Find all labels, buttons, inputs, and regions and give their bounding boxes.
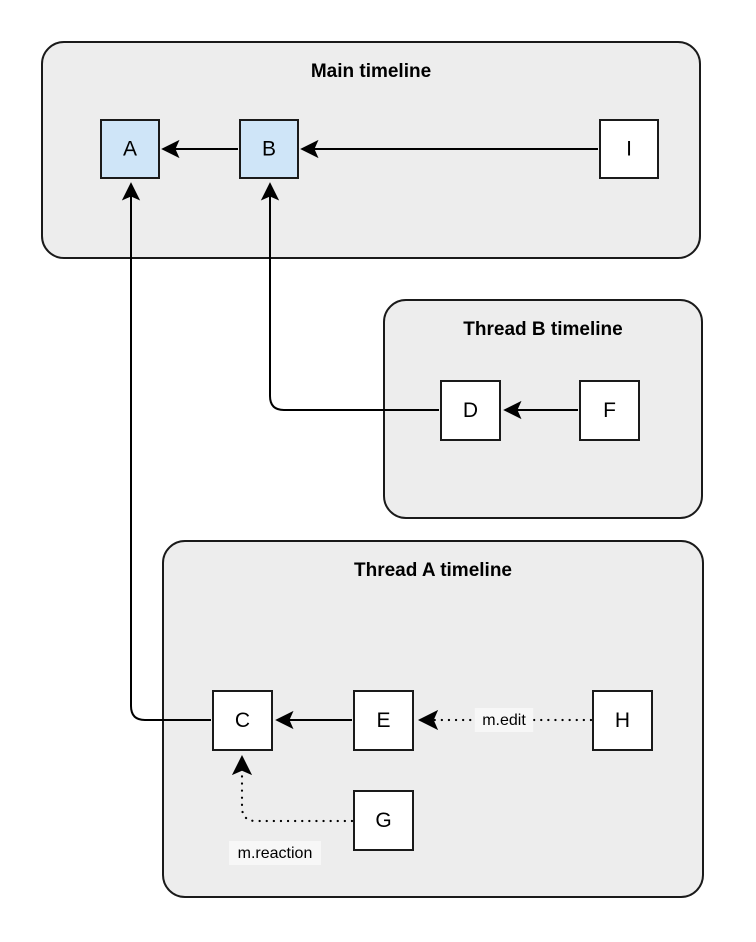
node-G[interactable]: G — [353, 790, 414, 851]
group-title: Thread B timeline — [463, 319, 622, 340]
node-box — [579, 380, 640, 441]
edge-label-backdrop — [474, 708, 534, 732]
node-box — [239, 119, 299, 179]
node-box — [440, 380, 501, 441]
node-box — [353, 790, 414, 851]
node-label: D — [463, 399, 478, 422]
node-C[interactable]: C — [212, 690, 273, 751]
node-box — [353, 690, 414, 751]
node-F[interactable]: F — [579, 380, 640, 441]
node-A[interactable]: A — [100, 119, 160, 179]
node-box — [100, 119, 160, 179]
edge-label-H-to-E: m.edit — [474, 708, 534, 732]
edge-label-text: m.edit — [482, 712, 526, 729]
node-box — [212, 690, 273, 751]
node-box — [599, 119, 659, 179]
node-label: F — [603, 399, 616, 422]
edge-label-G-to-C: m.reaction — [229, 841, 321, 865]
edge-C-to-A[interactable] — [121, 182, 211, 721]
node-label: G — [375, 809, 391, 832]
edge-label-backdrop — [229, 841, 321, 865]
edge-label-text: m.reaction — [238, 845, 313, 862]
node-label: E — [376, 709, 390, 732]
node-B[interactable]: B — [239, 119, 299, 179]
node-D[interactable]: D — [440, 380, 501, 441]
edge-D-to-B[interactable] — [260, 182, 439, 411]
group-title: Main timeline — [311, 61, 431, 82]
group-title: Thread A timeline — [354, 560, 512, 581]
node-box — [592, 690, 653, 751]
node-E[interactable]: E — [353, 690, 414, 751]
node-label: H — [615, 709, 630, 732]
node-label: I — [626, 138, 632, 161]
edge-connectors — [121, 139, 598, 823]
event-nodes: A B I D F C E H G — [100, 119, 659, 851]
node-I[interactable]: I — [599, 119, 659, 179]
node-label: B — [262, 138, 276, 161]
node-label: C — [235, 709, 250, 732]
edge-labels: m.edit m.reaction — [229, 708, 534, 865]
node-label: A — [123, 138, 137, 161]
edge-G-to-C[interactable] — [231, 754, 354, 823]
edge-path-dotted — [231, 754, 354, 823]
edge-path-solid — [121, 182, 211, 721]
edge-path-solid — [260, 182, 439, 411]
node-H[interactable]: H — [592, 690, 653, 751]
